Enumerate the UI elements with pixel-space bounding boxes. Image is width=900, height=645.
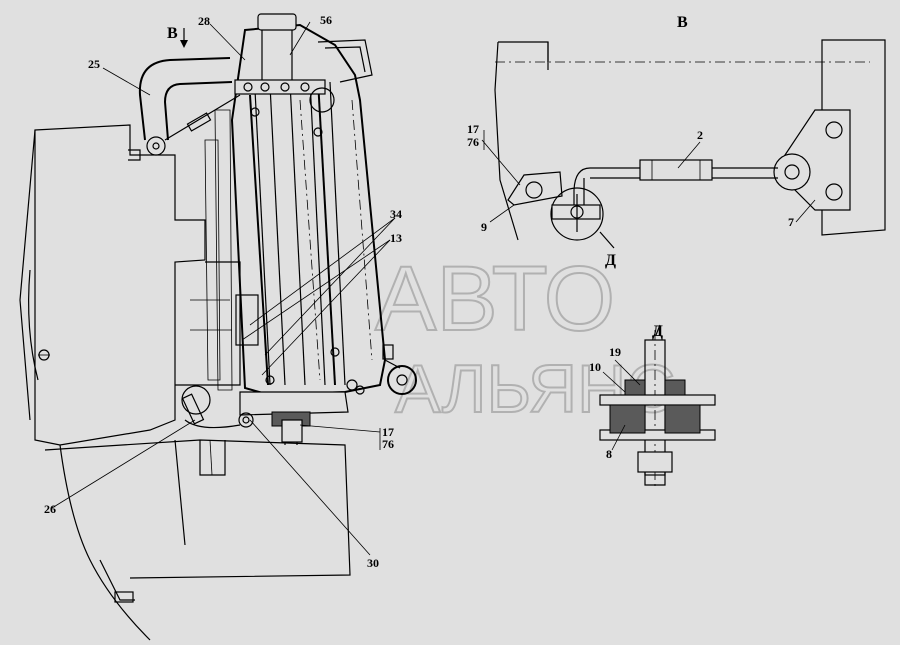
pipe-25 bbox=[128, 57, 241, 161]
label-17-view-b: 17 bbox=[467, 122, 479, 136]
label-28: 28 bbox=[198, 14, 210, 28]
label-9: 9 bbox=[481, 220, 487, 234]
watermark-line1: АВТО bbox=[375, 248, 615, 350]
label-76-main: 76 bbox=[382, 437, 394, 451]
leader-lines-main bbox=[51, 21, 396, 556]
label-17-main: 17 bbox=[382, 425, 394, 439]
label-13: 13 bbox=[390, 231, 402, 245]
tractor-body-outline bbox=[19, 124, 351, 641]
label-2: 2 bbox=[697, 128, 703, 142]
label-7: 7 bbox=[788, 215, 794, 229]
labels: В В Д Д 25 28 56 34 13 26 30 17 76 17 76… bbox=[44, 13, 794, 570]
label-8: 8 bbox=[606, 447, 612, 461]
label-56: 56 bbox=[320, 13, 332, 27]
view-b-drawing bbox=[481, 39, 886, 249]
label-25: 25 bbox=[88, 57, 100, 71]
label-19: 19 bbox=[609, 345, 621, 359]
view-b-title: В bbox=[677, 14, 688, 31]
label-30: 30 bbox=[367, 556, 379, 570]
detail-d-title: Д bbox=[652, 323, 663, 340]
cooler-assembly bbox=[204, 13, 417, 445]
label-10: 10 bbox=[589, 360, 601, 374]
filler-cap bbox=[257, 13, 297, 31]
label-26: 26 bbox=[44, 502, 56, 516]
view-b-arrow-label: В bbox=[167, 25, 178, 42]
lower-bracket bbox=[181, 385, 241, 429]
label-34: 34 bbox=[390, 207, 402, 221]
label-76-view-b: 76 bbox=[467, 135, 479, 149]
detail-d-callout: Д bbox=[605, 252, 616, 269]
detail-d-drawing bbox=[599, 324, 716, 490]
